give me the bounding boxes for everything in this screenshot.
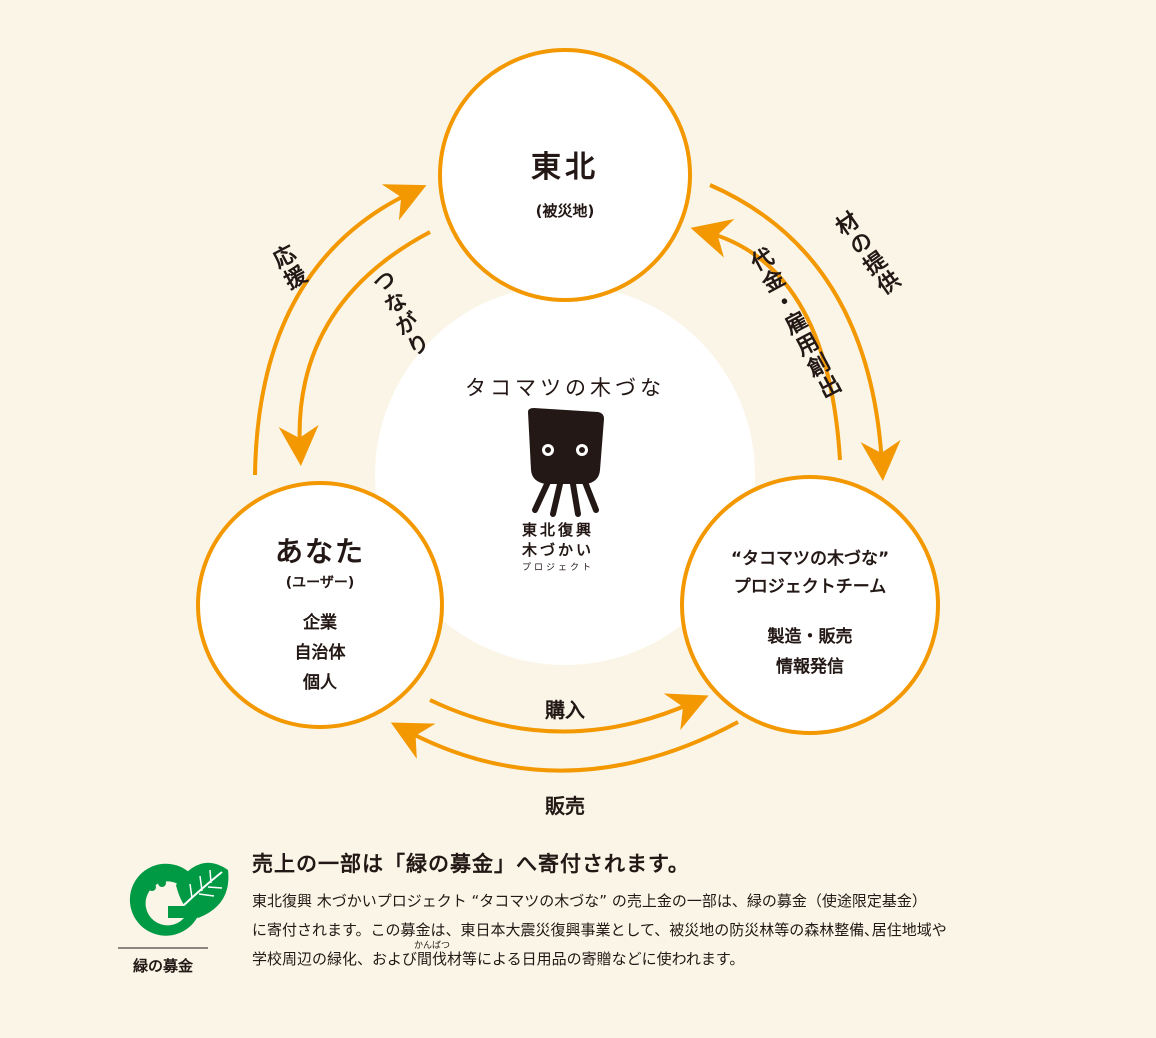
center-title: タコマツの木づな <box>465 376 665 400</box>
logo-line: 東北復興 <box>522 521 595 539</box>
tohoku-circle <box>438 48 692 302</box>
you-item: 企業 <box>303 613 337 633</box>
support-arrow <box>253 184 427 476</box>
material-arrow <box>709 183 901 481</box>
footer-line: に寄付されます。この募金は、東日本大震災復興事業として、被災地の防災林等の森林整… <box>252 921 947 939</box>
team-item: 情報発信 <box>776 657 844 677</box>
you-item: 自治体 <box>294 643 346 663</box>
octopus-icon <box>528 408 604 517</box>
ruby-word: 間伐かんばつ <box>414 941 450 974</box>
footer-text: 学校周辺の緑化、および <box>252 950 418 968</box>
tohoku-title: 東北 <box>531 150 599 185</box>
connection-arrow <box>278 230 431 466</box>
purchase-arrow <box>429 693 709 734</box>
ruby-base: 間伐 <box>417 950 448 968</box>
center-logo-text: 東北復興 木づかい プロジェクト <box>522 520 632 576</box>
you-list: 企業 自治体 個人 <box>220 608 420 698</box>
ruby-text: かんばつ <box>414 941 451 951</box>
green-fund-logo-icon <box>118 862 229 949</box>
footer-line: 東北復興 木づかいプロジェクト “タコマツの木づな” の売上金の一部は、緑の募金… <box>252 892 927 910</box>
you-subtitle: (ユーザー) <box>285 575 355 591</box>
footer-text: 材等による日用品の寄贈などに使われます。 <box>447 950 745 968</box>
footer-body: 東北復興 木づかいプロジェクト “タコマツの木づな” の売上金の一部は、緑の募金… <box>252 887 1132 974</box>
you-item: 個人 <box>303 673 337 693</box>
team-list: 製造・販売 情報発信 <box>700 622 920 682</box>
payment-arrow <box>690 218 842 461</box>
green-fund-label: 緑の募金 <box>132 957 193 975</box>
logo-line: プロジェクト <box>522 563 595 573</box>
you-circle <box>196 481 444 729</box>
team-title-line: プロジェクトチーム <box>733 577 887 597</box>
you-title: あなた <box>274 535 365 568</box>
footer-title: 売上の一部は「緑の募金」へ寄付されます。 <box>252 852 690 876</box>
purchase-label: 購入 <box>545 698 585 722</box>
logo-line: 木づかい <box>522 541 595 559</box>
tohoku-subtitle: (被災地) <box>535 202 595 220</box>
team-title: “タコマツの木づな” プロジェクトチーム <box>700 545 920 601</box>
team-circle <box>680 475 940 735</box>
team-item: 製造・販売 <box>767 627 853 647</box>
team-title-line: “タコマツの木づな” <box>730 549 890 569</box>
sales-label: 販売 <box>545 794 585 818</box>
sales-arrow <box>390 720 739 773</box>
footer-line: 学校周辺の緑化、および間伐かんばつ材等による日用品の寄贈などに使われます。 <box>252 941 1132 974</box>
